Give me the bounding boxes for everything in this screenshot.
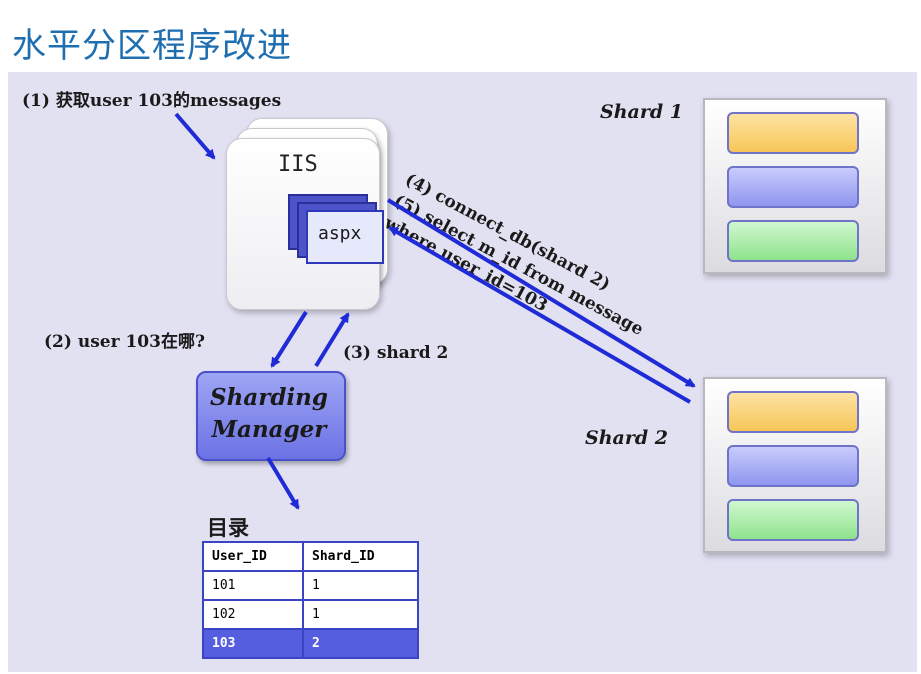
- cell-user-id: 103: [202, 628, 304, 659]
- cell-shard-id: 1: [302, 570, 419, 601]
- shard-2-label: Shard 2: [585, 427, 668, 449]
- shard-1-slot-3: [727, 220, 859, 262]
- column-header-user-id: User_ID: [202, 541, 304, 572]
- shard-1-slot-2: [727, 166, 859, 208]
- directory-header-row: User_ID Shard_ID: [202, 541, 419, 572]
- arrow-to-directory: [266, 456, 300, 510]
- slide-title: 水平分区程序改进: [12, 26, 292, 66]
- step-2-label: (2) user 103在哪?: [44, 332, 205, 352]
- sharding-manager-label: Sharding Manager: [196, 382, 342, 446]
- shard-1-database: [703, 98, 887, 274]
- arrow-query-manager: [270, 310, 308, 368]
- cell-shard-id: 2: [302, 628, 419, 659]
- table-row: 102 1: [202, 599, 419, 630]
- table-row-highlighted: 103 2: [202, 628, 419, 659]
- shard-2-slot-3: [727, 499, 859, 541]
- aspx-page: [306, 210, 384, 264]
- step-1-label: (1) 获取user 103的messages: [22, 91, 282, 111]
- cell-user-id: 102: [202, 599, 304, 630]
- aspx-label: aspx: [318, 223, 362, 244]
- directory-title: 目录: [207, 516, 249, 540]
- arrow-from-shard-2: [388, 226, 692, 404]
- arrow-manager-reply: [314, 312, 350, 368]
- arrow-to-shard-2: [386, 198, 696, 388]
- sharding-manager-box: [196, 371, 346, 461]
- iis-label: IIS: [278, 152, 318, 177]
- shard-2-slot-1: [727, 391, 859, 433]
- sharding-manager-line1: Sharding: [210, 384, 328, 411]
- shard-1-slot-1: [727, 112, 859, 154]
- cell-user-id: 101: [202, 570, 304, 601]
- shard-2-slot-2: [727, 445, 859, 487]
- table-row: 101 1: [202, 570, 419, 601]
- directory-table: User_ID Shard_ID 101 1 102 1 103 2: [202, 541, 419, 659]
- sharding-manager-line2: Manager: [211, 416, 327, 443]
- shard-1-label: Shard 1: [600, 101, 683, 123]
- column-header-shard-id: Shard_ID: [302, 541, 419, 572]
- cell-shard-id: 1: [302, 599, 419, 630]
- arrow-request: [174, 112, 216, 160]
- shard-2-database: [703, 377, 887, 553]
- step-3-label: (3) shard 2: [343, 343, 449, 363]
